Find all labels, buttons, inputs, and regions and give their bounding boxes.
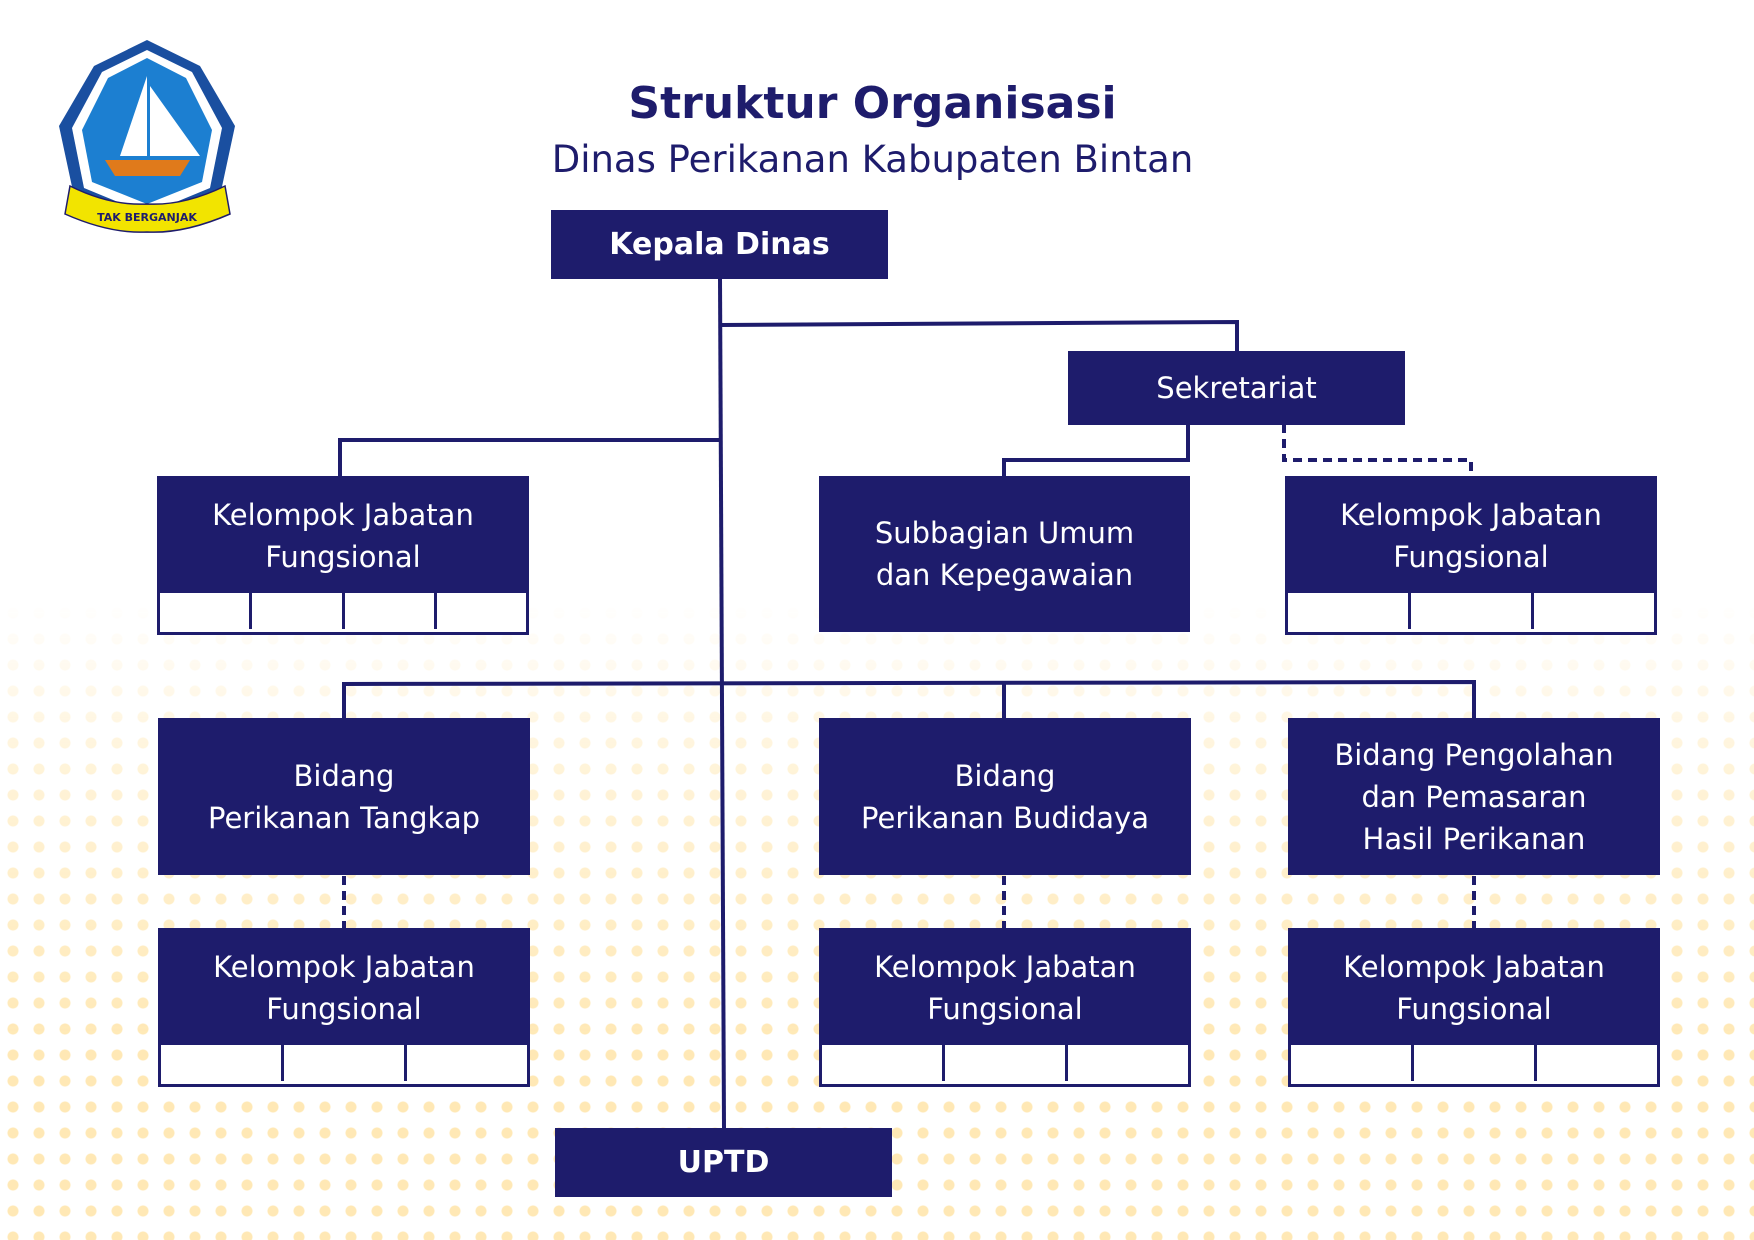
kjf-left-cells: [160, 593, 526, 629]
kjf-cell: [1537, 1045, 1657, 1081]
kjf-cell: [1534, 593, 1654, 629]
kepala-dinas-box: Kepala Dinas: [551, 210, 888, 279]
kjf-tangkap-cells: [161, 1045, 527, 1081]
kjf-tangkap-box: Kelompok Jabatan Fungsional: [158, 928, 530, 1087]
sekretariat-box: Sekretariat: [1068, 351, 1405, 425]
svg-text:TAK BERGANJAK: TAK BERGANJAK: [97, 211, 197, 224]
kjf-cell: [284, 1045, 407, 1081]
kjf-cell: [161, 1045, 284, 1081]
kjf-cell: [407, 1045, 527, 1081]
kjf-budidaya-box: Kelompok Jabatan Fungsional: [819, 928, 1191, 1087]
kjf-cell: [1414, 1045, 1537, 1081]
subbagian-umum-box: Subbagian Umum dan Kepegawaian: [819, 476, 1190, 632]
kjf-cell: [160, 593, 253, 629]
kjf-cell: [1291, 1045, 1414, 1081]
kjf-pengolahan-label: Kelompok Jabatan Fungsional: [1291, 931, 1657, 1045]
kjf-cell: [945, 1045, 1068, 1081]
bintan-emblem-logo: TAK BERGANJAK: [59, 40, 235, 233]
kjf-left-box: Kelompok Jabatan Fungsional: [157, 476, 529, 635]
kjf-cell: [1411, 593, 1534, 629]
kjf-budidaya-label: Kelompok Jabatan Fungsional: [822, 931, 1188, 1045]
kjf-pengolahan-box: Kelompok Jabatan Fungsional: [1288, 928, 1660, 1087]
kjf-cell: [345, 593, 437, 629]
kjf-left-label: Kelompok Jabatan Fungsional: [160, 479, 526, 593]
kjf-tangkap-label: Kelompok Jabatan Fungsional: [161, 931, 527, 1045]
kjf-secretariat-label: Kelompok Jabatan Fungsional: [1288, 479, 1654, 593]
uptd-box: UPTD: [555, 1128, 892, 1197]
kjf-cell: [252, 593, 345, 629]
kjf-secretariat-box: Kelompok Jabatan Fungsional: [1285, 476, 1657, 635]
kjf-secretariat-cells: [1288, 593, 1654, 629]
bidang-pengolahan-box: Bidang Pengolahan dan Pemasaran Hasil Pe…: [1288, 718, 1660, 875]
page-title: Struktur Organisasi: [628, 78, 1117, 129]
kjf-cell: [1288, 593, 1411, 629]
kjf-budidaya-cells: [822, 1045, 1188, 1081]
bidang-perikanan-tangkap-box: Bidang Perikanan Tangkap: [158, 718, 530, 875]
kjf-cell: [822, 1045, 945, 1081]
page-subtitle: Dinas Perikanan Kabupaten Bintan: [551, 138, 1194, 181]
kjf-pengolahan-cells: [1291, 1045, 1657, 1081]
bidang-perikanan-budidaya-box: Bidang Perikanan Budidaya: [819, 718, 1191, 875]
kjf-cell: [437, 593, 526, 629]
kjf-cell: [1068, 1045, 1188, 1081]
